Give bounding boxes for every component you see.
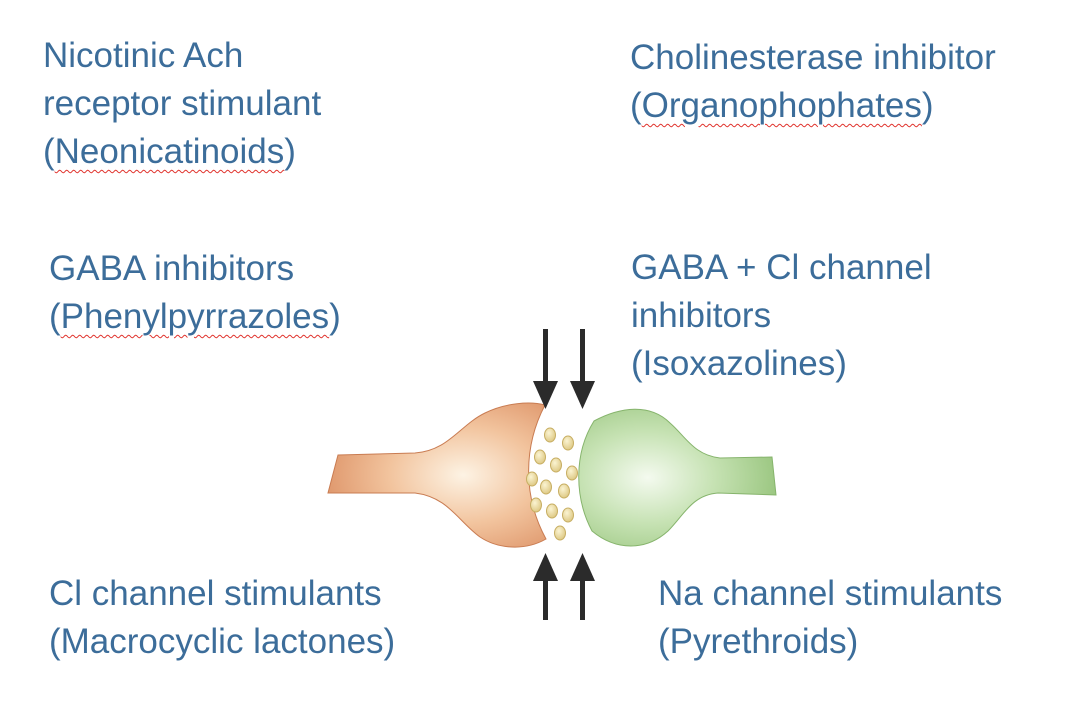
paren-open: ( xyxy=(49,297,61,336)
misspelled-word-organophophates: Organophophates xyxy=(641,86,922,125)
label-cholinesterase-line2: (Organophophates) xyxy=(630,82,996,130)
label-nicotinic-line2: receptor stimulant xyxy=(43,84,322,123)
misspelled-word-neonicatinoids: Neonicatinoids xyxy=(54,132,285,171)
label-na-channel-line2: (Pyrethroids) xyxy=(658,622,859,661)
vesicle xyxy=(558,483,570,499)
vesicle xyxy=(526,471,538,487)
label-cl-channel-line1: Cl channel stimulants xyxy=(49,574,382,613)
label-gaba-cl-line3: (Isoxazolines) xyxy=(631,344,847,383)
synapse-illustration xyxy=(327,329,777,620)
label-nicotinic-line3: (Neonicatinoids) xyxy=(43,128,321,176)
arrow-up-icon xyxy=(570,553,595,620)
label-gaba-line2: (Phenylpyrrazoles) xyxy=(49,293,341,341)
label-nicotinic-ach-receptor-stimulant: Nicotinic Ach receptor stimulant (Neonic… xyxy=(43,32,321,176)
vesicle xyxy=(554,525,566,541)
label-cholinesterase-inhibitor: Cholinesterase inhibitor (Organophophate… xyxy=(630,34,996,130)
arrow-up-icon xyxy=(533,553,558,620)
presynaptic-terminal xyxy=(327,402,547,548)
label-gaba-inhibitors: GABA inhibitors (Phenylpyrrazoles) xyxy=(49,245,341,341)
vesicle xyxy=(562,507,574,523)
vesicle xyxy=(544,427,556,443)
label-nicotinic-line1: Nicotinic Ach xyxy=(43,36,244,75)
vesicle xyxy=(546,503,558,519)
label-cl-channel-stimulants: Cl channel stimulants (Macrocyclic lacto… xyxy=(49,570,395,666)
paren-open: ( xyxy=(630,86,642,125)
vesicle xyxy=(540,479,552,495)
vesicle xyxy=(562,435,574,451)
label-gaba-cl-channel-inhibitors: GABA + Cl channel inhibitors (Isoxazolin… xyxy=(631,244,932,388)
paren-close: ) xyxy=(329,297,341,336)
arrow-down-icon xyxy=(570,329,595,409)
label-na-channel-line1: Na channel stimulants xyxy=(658,574,1003,613)
label-cholinesterase-line1: Cholinesterase inhibitor xyxy=(630,38,996,77)
vesicle xyxy=(530,497,542,513)
paren-close: ) xyxy=(284,132,296,171)
label-gaba-cl-line2: inhibitors xyxy=(631,296,772,335)
label-gaba-cl-line1: GABA + Cl channel xyxy=(631,248,932,287)
arrow-down-icon xyxy=(533,329,558,409)
vesicle xyxy=(550,457,562,473)
paren-open: ( xyxy=(43,132,55,171)
postsynaptic-terminal xyxy=(578,408,777,547)
misspelled-word-phenylpyrrazoles: Phenylpyrrazoles xyxy=(60,297,330,336)
label-cl-channel-line2: (Macrocyclic lactones) xyxy=(49,622,396,661)
vesicle xyxy=(534,449,546,465)
label-na-channel-stimulants: Na channel stimulants (Pyrethroids) xyxy=(658,570,1002,666)
vesicle xyxy=(566,465,578,481)
neurotransmitter-vesicles xyxy=(526,427,578,541)
paren-close: ) xyxy=(921,86,934,125)
label-gaba-line1: GABA inhibitors xyxy=(49,249,295,288)
